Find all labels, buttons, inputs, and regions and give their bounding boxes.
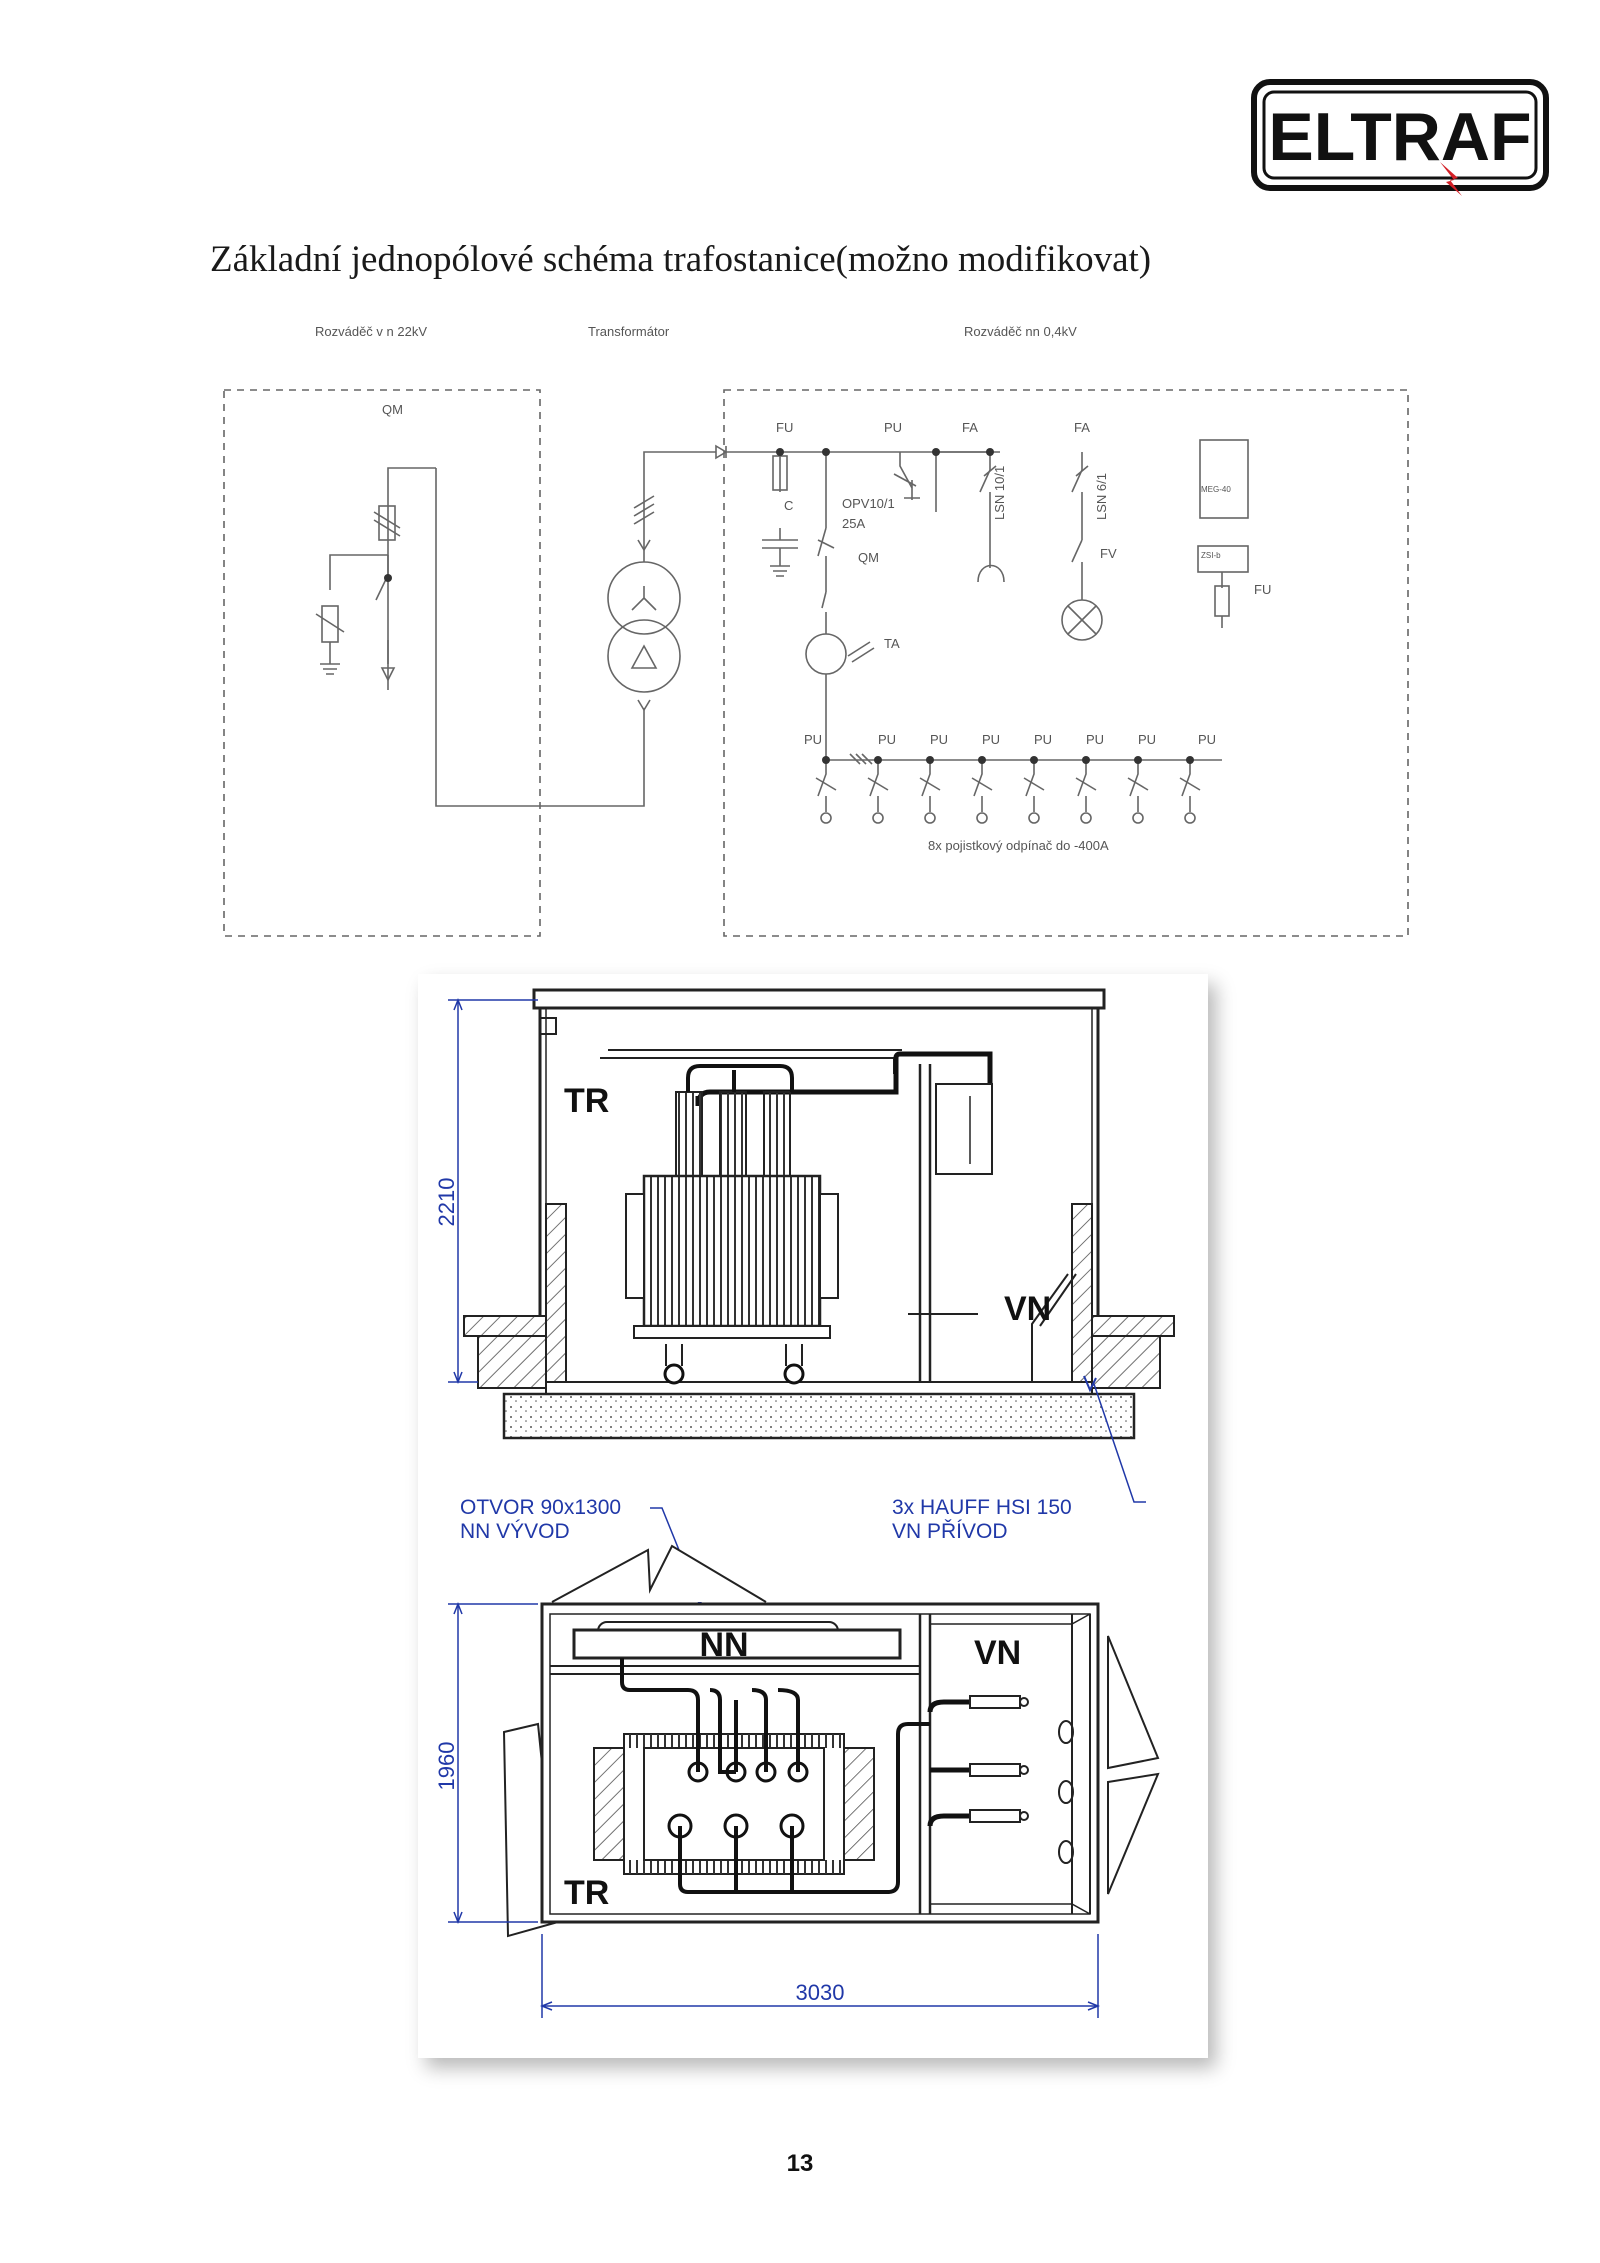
nn-switchgear-frame: [723, 389, 1409, 937]
label-fv: FV: [1100, 546, 1117, 561]
label-tr-plan: TR: [564, 1874, 609, 1912]
callout-vn-privod: VN PŘÍVOD: [892, 1520, 1008, 1543]
label-nn-plan: NN: [699, 1626, 748, 1664]
label-vn-plan: VN: [974, 1634, 1021, 1672]
page-title: Základní jednopólové schéma trafostanice…: [210, 239, 1152, 280]
label-fa-2: FA: [1074, 420, 1090, 435]
callout-hauff: 3x HAUFF HSI 150: [892, 1496, 1072, 1519]
label-ta: TA: [884, 636, 900, 651]
dim-width-plan: 3030: [796, 1980, 845, 2005]
label-pu-3: PU: [930, 732, 948, 747]
section-label-vn: Rozváděč v n 22kV: [315, 324, 428, 339]
label-opv: OPV10/1: [842, 496, 895, 511]
label-pu-5: PU: [1034, 732, 1052, 747]
label-fa-1: FA: [962, 420, 978, 435]
section-label-transformer: Transformátor: [588, 324, 670, 339]
label-lsn6: LSN 6/1: [1094, 473, 1109, 520]
label-lsn10: LSN 10/1: [992, 466, 1007, 520]
label-qm-mid: QM: [858, 550, 879, 565]
eltraf-logo: ELTRAF: [1251, 79, 1549, 196]
label-pu-6: PU: [1086, 732, 1104, 747]
label-c: C: [784, 498, 793, 513]
side-view: 2210 TR VN: [434, 988, 1175, 1503]
label-qm-left: QM: [382, 402, 403, 417]
label-breakers-note: 8x pojistkový odpínač do -400A: [928, 838, 1109, 853]
dim-height-plan: 1960: [434, 1742, 459, 1791]
label-opv-a: 25A: [842, 516, 865, 531]
callout-nn-vyvod: NN VÝVOD: [460, 1520, 570, 1543]
label-vn-side: VN: [1004, 1290, 1051, 1328]
callout-otvor: OTVOR 90x1300: [460, 1496, 621, 1519]
plan-view: 1960 3030 NN VN TR: [434, 1544, 1160, 2018]
pu-feeders: [815, 760, 1201, 812]
label-pu-top: PU: [884, 420, 902, 435]
label-pu-7: PU: [1138, 732, 1156, 747]
label-pu-4: PU: [982, 732, 1000, 747]
label-fu: FU: [776, 420, 793, 435]
transformer-side-icon: [625, 1064, 839, 1385]
section-label-nn: Rozváděč nn 0,4kV: [964, 324, 1077, 339]
label-pu-8: PU: [1198, 732, 1216, 747]
label-pu-2: PU: [878, 732, 896, 747]
label-zsi: ZSI-b: [1201, 551, 1221, 560]
single-line-schematic: QM FU PU FA FA C OPV10/1 25A QM LSN 10/1…: [223, 389, 1409, 937]
page-number: 13: [786, 2150, 814, 2177]
label-pu-1: PU: [804, 732, 822, 747]
vn-switchgear-frame: [223, 389, 541, 937]
label-tr-side: TR: [564, 1082, 609, 1120]
label-meg: MEG-40: [1201, 485, 1231, 494]
label-fu-right: FU: [1254, 582, 1271, 597]
substation-drawing: 2210 TR VN OTVOR 90x1300 NN VÝVOD 3x HAU…: [418, 974, 1208, 2058]
dim-height-side: 2210: [434, 1178, 459, 1227]
logo-text: ELTRAF: [1268, 99, 1531, 175]
